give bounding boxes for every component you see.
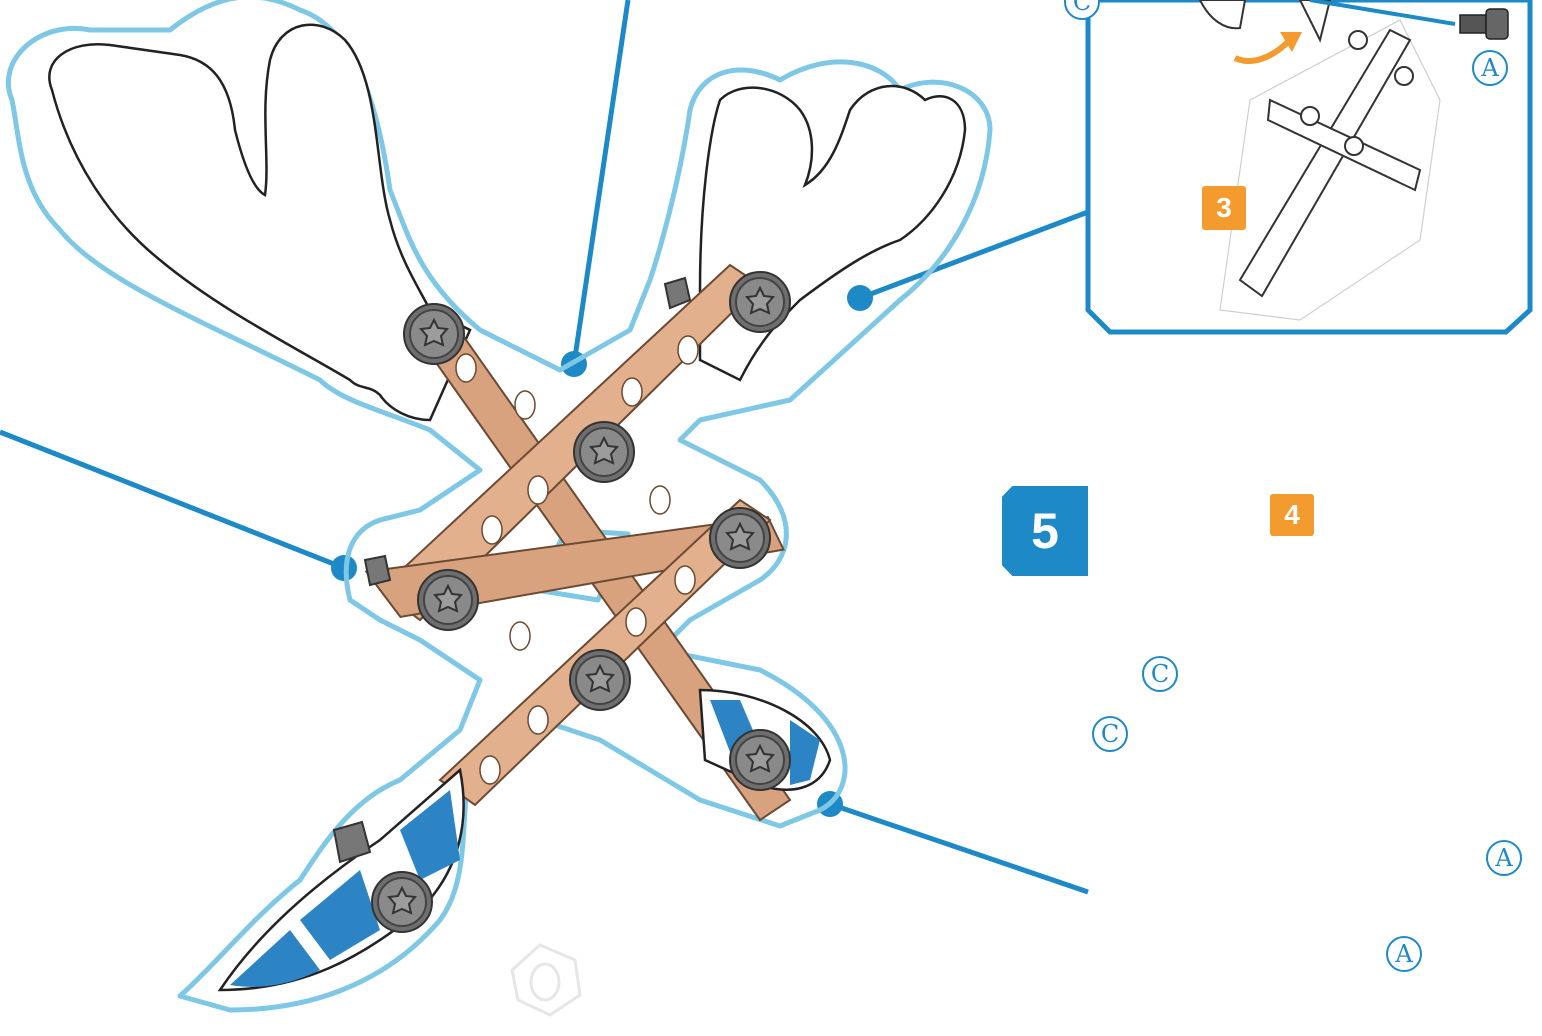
right-antler — [700, 86, 965, 380]
part-label-a-top: A — [1472, 50, 1508, 86]
part-label-c-2: C — [1092, 716, 1128, 752]
part-label-a-1: A — [1486, 840, 1522, 876]
part-label-c-1: C — [1142, 656, 1178, 692]
panel-step-3 — [1088, 0, 1530, 332]
substep-tag-4: 4 — [1270, 494, 1314, 536]
left-arm — [220, 770, 464, 990]
substep-tag-3: 3 — [1202, 186, 1246, 230]
step-number-badge: 5 — [1002, 486, 1088, 576]
background-nut-watermarks — [512, 945, 580, 1015]
part-label-a-2: A — [1386, 936, 1422, 972]
left-antler — [49, 25, 470, 420]
